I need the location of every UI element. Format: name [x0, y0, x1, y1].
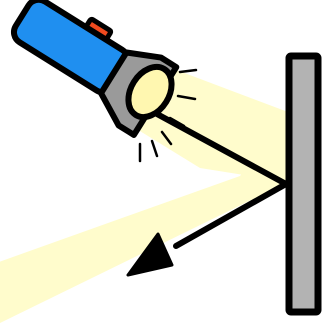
mirror-icon — [289, 56, 318, 312]
